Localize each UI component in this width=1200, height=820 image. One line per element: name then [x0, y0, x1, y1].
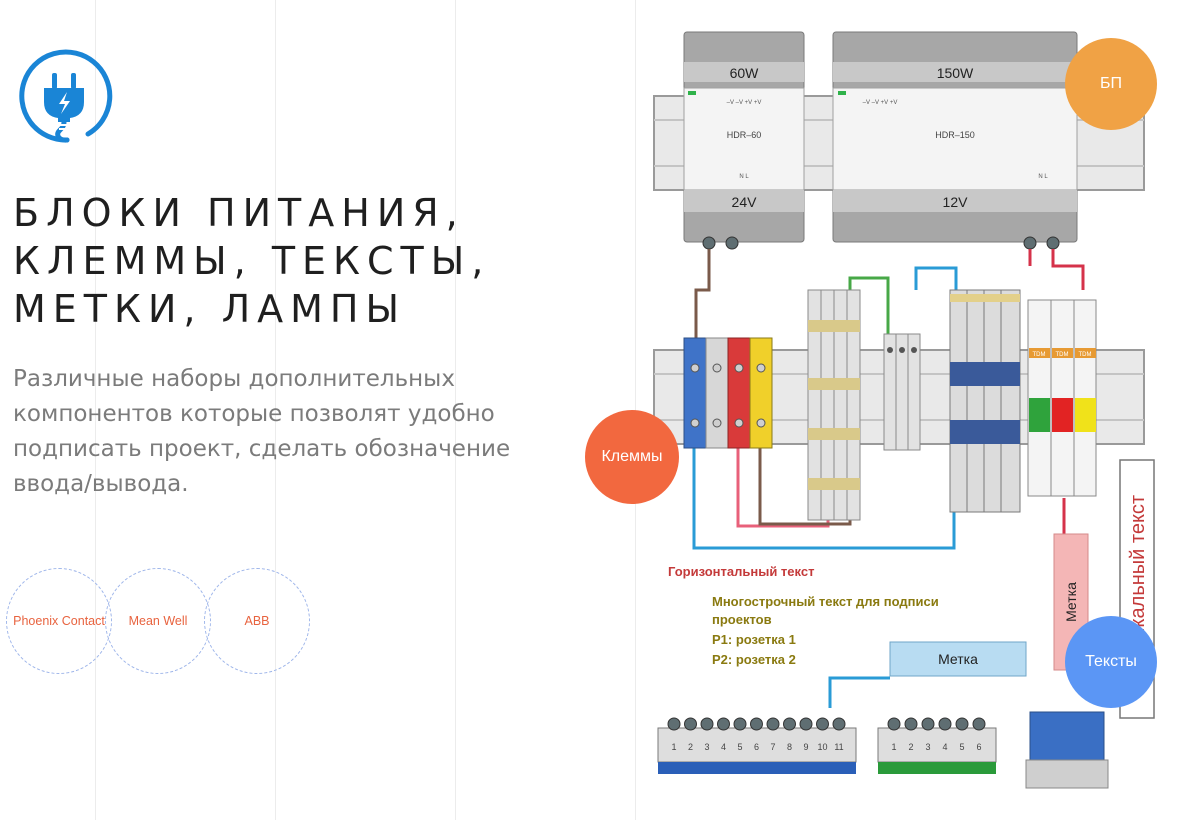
category-teksty[interactable]: Тексты — [1065, 616, 1157, 708]
lamp-brand-label: TDM — [1033, 352, 1046, 358]
busbar-number: 7 — [770, 742, 775, 752]
busbar-screw — [684, 717, 697, 731]
multiline-text-line: P1: розетка 1 — [712, 632, 796, 647]
busbar-number: 3 — [925, 742, 930, 752]
busbar-screw — [799, 717, 813, 731]
busbar-screw — [783, 717, 796, 731]
grid-line — [95, 0, 96, 820]
brand-list: Phoenix Contact Mean Well ABB — [6, 568, 316, 678]
psu-150w: 150W –V –V +V +V HDR–150 N L 12V — [832, 31, 1078, 250]
category-klemmy[interactable]: Клеммы — [585, 410, 679, 504]
multiline-text: Многострочный текст для подписи проектов… — [712, 594, 939, 667]
busbar-screw — [938, 717, 952, 731]
busbar-number: 2 — [908, 742, 913, 752]
psu-inputs-label: N L — [739, 174, 749, 180]
label-horizontal: Метка — [889, 641, 1027, 677]
lamp-brand-label: TDM — [1056, 352, 1069, 358]
busbar-number: 4 — [942, 742, 947, 752]
brand-label: Phoenix Contact — [13, 614, 105, 628]
psu-inputs-label: N L — [1038, 174, 1048, 180]
multiline-text-line: P2: розетка 2 — [712, 652, 796, 667]
grid-line — [275, 0, 276, 820]
busbar-screw — [733, 717, 747, 731]
brand-mean-well[interactable]: Mean Well — [105, 568, 211, 674]
busbar-number: 6 — [976, 742, 981, 752]
psu-60w: 60W –V –V +V +V HDR–60 N L 24V — [683, 31, 805, 250]
multiline-text-line: проектов — [712, 612, 772, 627]
psu-power-label: 150W — [937, 65, 974, 81]
busbar-number: 10 — [817, 742, 827, 752]
busbar-screw — [816, 717, 829, 731]
wires — [692, 249, 1085, 708]
brand-label: ABB — [244, 614, 270, 628]
grey-terminal-strip — [807, 289, 861, 521]
psu-voltage-label: 24V — [732, 194, 758, 210]
busbar-screw — [766, 717, 780, 731]
horizontal-text: Горизонтальный текст — [668, 564, 814, 579]
title-line: БЛОКИ ПИТАНИЯ, — [13, 191, 465, 235]
busbar-screw — [972, 717, 986, 731]
psu-terminals-label: –V –V +V +V — [863, 100, 898, 106]
small-terminal-strip — [883, 333, 921, 451]
busbar-screw — [750, 717, 763, 731]
busbar-screw — [955, 717, 969, 731]
psu-voltage-label: 12V — [943, 194, 969, 210]
plug-icon — [12, 46, 116, 150]
module-strip — [949, 289, 1021, 513]
brand-phoenix-contact[interactable]: Phoenix Contact — [6, 568, 112, 674]
busbar-number: 8 — [787, 742, 792, 752]
grid-line — [455, 0, 456, 820]
busbar-blue: 1 2 3 4 5 6 7 8 9 10 11 — [657, 717, 857, 774]
brand-label: Mean Well — [128, 614, 188, 628]
lamp-brand-label: TDM — [1079, 352, 1092, 358]
busbar-number: 5 — [959, 742, 964, 752]
connector-blue — [1025, 711, 1109, 789]
busbar-screw — [904, 717, 918, 731]
busbar-number: 1 — [671, 742, 676, 752]
busbar-screw — [700, 717, 714, 731]
page-description: Различные наборы дополнительных компонен… — [13, 366, 511, 497]
label-vertical-text: Метка — [1063, 582, 1079, 622]
psu-model-label: HDR–60 — [727, 130, 762, 140]
psu-power-label: 60W — [730, 65, 760, 81]
category-label: Клеммы — [601, 448, 663, 465]
busbar-number: 3 — [704, 742, 709, 752]
busbar-number: 11 — [834, 742, 843, 752]
title-line: КЛЕММЫ, ТЕКСТЫ, — [13, 238, 491, 283]
psu-model-label: HDR–150 — [935, 130, 975, 140]
busbar-number: 2 — [688, 742, 693, 752]
busbar-number: 9 — [803, 742, 808, 752]
terminal-blocks — [683, 337, 773, 449]
signal-lamps: TDM TDM TDM — [1027, 299, 1097, 497]
busbar-screw — [832, 717, 846, 731]
multiline-text-line: Многострочный текст для подписи — [712, 594, 939, 609]
wiring-diagram: 60W –V –V +V +V HDR–60 N L 24V 150W –V –… — [653, 31, 1155, 789]
busbar-screw — [921, 717, 935, 731]
busbar-number: 4 — [721, 742, 726, 752]
label-horizontal-text: Метка — [938, 651, 978, 667]
category-label: Тексты — [1085, 653, 1137, 670]
busbar-screw — [667, 717, 681, 731]
page-title: БЛОКИ ПИТАНИЯ, КЛЕММЫ, ТЕКСТЫ, МЕТКИ, ЛА… — [13, 190, 573, 334]
busbar-green: 1 2 3 4 5 6 — [877, 717, 997, 774]
psu-terminals-label: –V –V +V +V — [727, 100, 762, 106]
brand-abb[interactable]: ABB — [204, 568, 310, 674]
busbar-number: 6 — [754, 742, 759, 752]
category-label: БП — [1100, 75, 1122, 92]
busbar-screw — [887, 717, 901, 731]
busbar-screw — [717, 717, 730, 731]
category-bp[interactable]: БП — [1065, 38, 1157, 130]
busbar-number: 1 — [891, 742, 896, 752]
busbar-number: 5 — [737, 742, 742, 752]
title-line: МЕТКИ, ЛАМПЫ — [13, 286, 407, 331]
